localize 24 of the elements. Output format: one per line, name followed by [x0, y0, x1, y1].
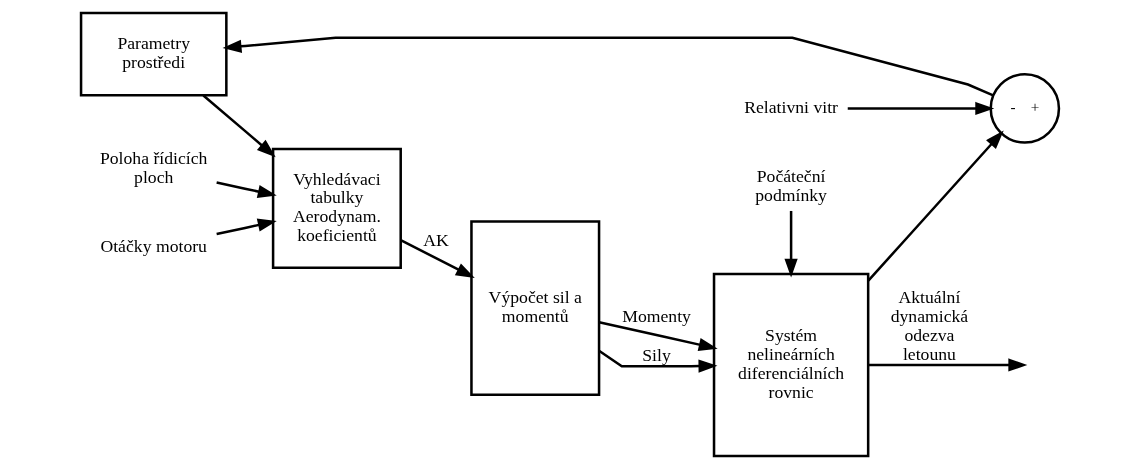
node-box: Výpočet sil a momentů: [469, 220, 600, 396]
arrow: [867, 358, 1027, 372]
arrow: [222, 36, 994, 97]
arrow: [598, 349, 717, 373]
node-box: Parametry prostředi: [79, 11, 228, 97]
edge-label: Momenty: [621, 306, 691, 327]
arrow: [202, 94, 276, 158]
node-text: Počáteční podmínky: [754, 166, 827, 205]
arrow: [866, 130, 1004, 282]
arrow: [598, 320, 718, 352]
node-box: Systém nelineárních diferenciálních rovnic: [712, 272, 869, 458]
arrow: [847, 101, 994, 116]
node-text: Poloha řídicích ploch: [99, 148, 207, 188]
arrow: [783, 210, 798, 278]
node-box: Vyhledávaci tabulky Aerodynam. koeficientů: [271, 147, 402, 269]
edge-label: Sily: [641, 345, 671, 366]
arrow: [215, 218, 277, 236]
arrow: [400, 239, 475, 278]
edge-label: AK: [422, 230, 449, 251]
node-text: Otáčky motoru: [99, 236, 207, 257]
edge-label: Aktuální dynamická odezva letounu: [890, 287, 968, 365]
node-text: Relativni vitr: [743, 97, 838, 118]
node-circle: - +: [988, 73, 1060, 144]
arrow: [215, 181, 277, 198]
